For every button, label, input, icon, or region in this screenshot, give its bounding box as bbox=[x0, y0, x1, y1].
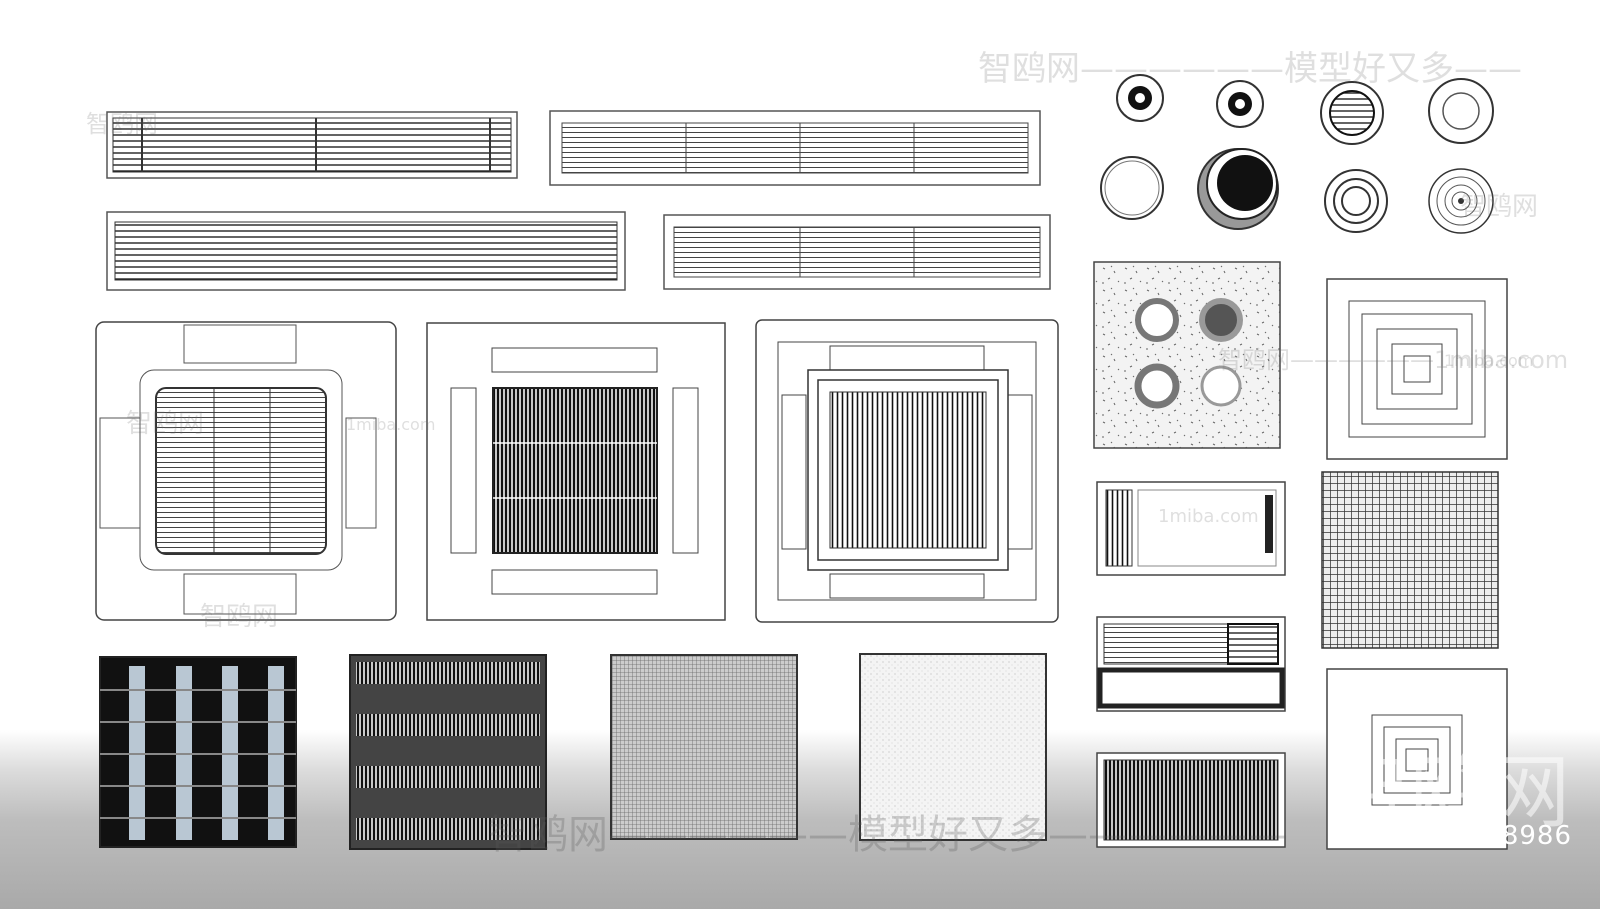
watermark-bottom: 智鸥网——————模型好又多—————— bbox=[488, 812, 1288, 858]
image-id-label: ID:151808986 bbox=[1374, 821, 1572, 851]
watermark-top: 智鸥网——————模型好又多—— bbox=[978, 49, 1522, 89]
watermark-url-1: 1miba.com bbox=[346, 415, 435, 434]
watermark-left-low: 智鸥网 bbox=[200, 602, 278, 632]
linear-grille-small bbox=[1096, 616, 1286, 712]
square-diffuser-2 bbox=[1326, 668, 1508, 850]
square-diffuser-1 bbox=[1326, 278, 1508, 460]
watermark-mid-right: 智鸥网——————1miba.com bbox=[1218, 346, 1568, 374]
ceiling-tile-with-round-vents bbox=[1093, 261, 1281, 449]
watermark-url-3: 1miba.com bbox=[1444, 351, 1533, 370]
watermark-right-small: 智鸥网 bbox=[1460, 192, 1538, 222]
watermark-left-small: 智鸥网 bbox=[86, 110, 158, 138]
return-grille-dark bbox=[349, 654, 547, 850]
cassette-unit-1 bbox=[95, 321, 397, 621]
bar-grille bbox=[1096, 752, 1286, 848]
mesh-panel bbox=[610, 654, 798, 840]
louver-panel-dark bbox=[99, 656, 297, 848]
perforated-panel bbox=[859, 653, 1047, 841]
linear-grille-1 bbox=[106, 111, 518, 179]
cassette-unit-2 bbox=[426, 322, 726, 621]
round-diffusers bbox=[1100, 74, 1494, 234]
wall-unit-panel bbox=[1096, 481, 1286, 576]
watermark-url-2: 1miba.com bbox=[1158, 506, 1259, 527]
cassette-unit-3 bbox=[755, 319, 1059, 623]
watermarks: 智鸥网——————模型好又多—— 智鸥网——————1miba.com 智鸥网 … bbox=[86, 49, 1570, 858]
watermark-big: 智鸥网 bbox=[1330, 746, 1570, 839]
linear-grille-2 bbox=[549, 110, 1041, 186]
linear-grille-3 bbox=[106, 211, 626, 291]
grid-grille-1 bbox=[1321, 471, 1499, 649]
linear-grille-4 bbox=[663, 214, 1051, 290]
watermark-left-mid: 智鸥网 bbox=[126, 409, 204, 439]
